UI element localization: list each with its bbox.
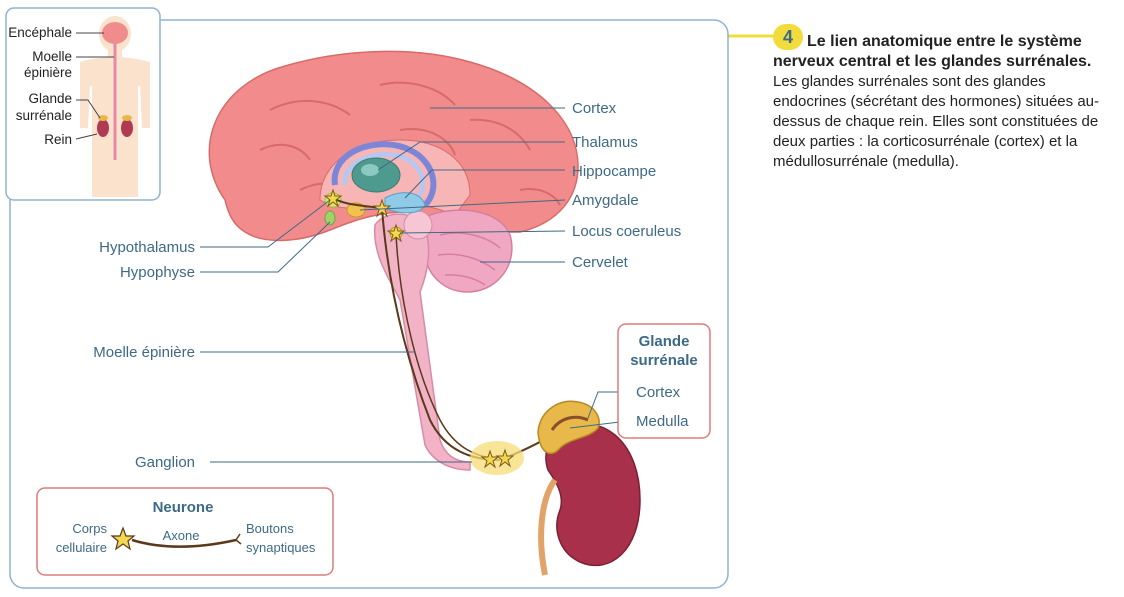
inset-kidney-left bbox=[97, 119, 109, 137]
neuron-star-ganglion-2 bbox=[495, 448, 515, 468]
neuron-legend-boutons-line2: synaptiques bbox=[246, 540, 316, 555]
adrenal-box-title-line2: surrénale bbox=[630, 352, 698, 369]
label-moelle-epiniere: Moelle épinière bbox=[93, 344, 195, 361]
inset-panel: Encéphale Moelle épinière Glande surréna… bbox=[5, 7, 161, 201]
neuron-legend-cell-body-icon bbox=[110, 526, 136, 551]
adrenal-box-medulla: Medulla bbox=[636, 413, 689, 430]
label-thalamus: Thalamus bbox=[572, 134, 638, 151]
neuron-legend-boutons-line1: Boutons bbox=[246, 521, 294, 536]
neuron-legend-title: Neurone bbox=[153, 499, 214, 516]
neuron-legend-corps-line1: Corps bbox=[72, 521, 107, 536]
label-cervelet: Cervelet bbox=[572, 254, 629, 271]
inset-label-rein: Rein bbox=[44, 132, 72, 147]
neuron-star-hypothalamus bbox=[323, 188, 343, 208]
kidney-adrenal-illustration bbox=[537, 400, 641, 576]
inset-label-encephale: Encéphale bbox=[8, 25, 72, 40]
cortex-gyri bbox=[259, 81, 561, 206]
brain-illustration bbox=[208, 50, 579, 471]
neuron-star-amygdala bbox=[372, 198, 392, 218]
adrenal-medulla-shape bbox=[550, 415, 589, 431]
adrenal-box-title-line1: Glande bbox=[639, 333, 690, 350]
inset-adrenal-right bbox=[122, 115, 132, 121]
neuron-star-locus bbox=[386, 223, 406, 243]
inset-label-moelle-line2: épinière bbox=[24, 65, 72, 80]
adrenal-label-box: Glande surrénale Cortex Medulla bbox=[617, 323, 711, 439]
adrenal-gland-shape bbox=[537, 400, 600, 455]
inset-adrenal-left bbox=[98, 115, 108, 121]
adrenal-box-cortex: Cortex bbox=[636, 384, 681, 401]
inset-label-moelle-line1: Moelle bbox=[32, 49, 72, 64]
label-ganglion: Ganglion bbox=[135, 454, 195, 471]
body-silhouette bbox=[80, 16, 150, 197]
label-hypophyse: Hypophyse bbox=[120, 264, 195, 281]
inset-brain bbox=[102, 22, 128, 44]
neuron-legend-axone: Axone bbox=[163, 528, 200, 543]
thalamus-shape bbox=[351, 157, 401, 193]
kidney-shape bbox=[545, 423, 641, 567]
label-hippocampe: Hippocampe bbox=[572, 163, 656, 180]
neuron-legend-box: Neurone Corps cellulaire Axone Boutons s… bbox=[36, 487, 334, 576]
inset-kidney-right bbox=[121, 119, 133, 137]
figure-number-badge: 4 bbox=[773, 24, 803, 50]
inset-label-glande-line2: surrénale bbox=[16, 108, 72, 123]
neuron-legend-axon-icon bbox=[131, 538, 237, 549]
hypophyse-shape bbox=[324, 210, 336, 226]
label-hypothalamus: Hypothalamus bbox=[99, 239, 195, 256]
caption-title: Le lien anatomique entre le système nerv… bbox=[773, 33, 1092, 70]
neuron-star-ganglion-1 bbox=[480, 449, 500, 469]
label-cortex: Cortex bbox=[572, 100, 617, 117]
neuron-legend-corps-line2: cellulaire bbox=[56, 540, 107, 555]
hippocampe-ring bbox=[331, 141, 437, 208]
inset-label-glande-line1: Glande bbox=[28, 91, 72, 106]
figure-caption: Le lien anatomique entre le système nerv… bbox=[773, 32, 1118, 172]
label-amygdale: Amygdale bbox=[572, 192, 639, 209]
cerebellum bbox=[424, 209, 513, 293]
neural-pathways bbox=[323, 188, 561, 475]
leader-lines bbox=[200, 107, 629, 463]
ureter bbox=[538, 478, 558, 576]
caption-body: Les glandes surrénales sont des glandes … bbox=[773, 73, 1100, 170]
label-locus-coeruleus: Locus coeruleus bbox=[572, 223, 681, 240]
neuron-legend-synapse-icon bbox=[235, 533, 242, 545]
